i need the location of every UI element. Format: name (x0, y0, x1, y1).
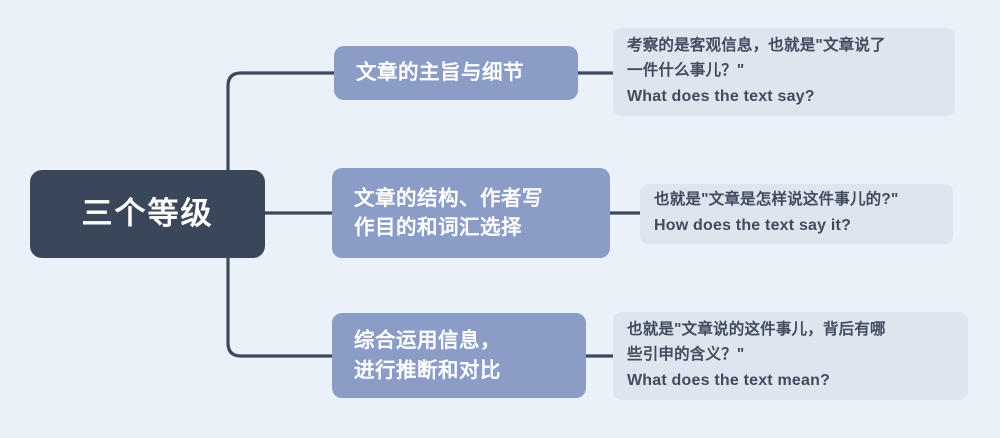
leaf-note-3-chinese-line-2: 些引申的含义？" (627, 345, 745, 363)
branch-node-1[interactable]: 文章的主旨与细节 (334, 46, 578, 100)
branch-node-3-label: 综合运用信息， 进行推断和对比 (354, 326, 501, 384)
leaf-note-2-chinese-line-1: 也就是"文章是怎样说这件事儿的?" (654, 191, 899, 209)
leaf-note-2-chinese: 也就是"文章是怎样说这件事儿的?" (654, 188, 939, 213)
leaf-note-1-chinese-line-2: 一件什么事儿？" (627, 61, 745, 79)
leaf-note-3-english: What does the text mean? (627, 371, 831, 389)
branch-node-3[interactable]: 综合运用信息， 进行推断和对比 (332, 313, 586, 398)
connector-root-to-branch-1 (226, 71, 334, 176)
leaf-note-3-chinese: 也就是"文章说的这件事儿，背后有哪 些引申的含义？" (627, 318, 954, 368)
branch-node-2[interactable]: 文章的结构、作者写 作目的和词汇选择 (332, 168, 610, 258)
branch-node-1-label: 文章的主旨与细节 (356, 58, 524, 87)
leaf-note-2-english: How does the text say it? (654, 217, 852, 235)
leaf-note-1-chinese-line-1: 考察的是客观信息，也就是"文章说了 (627, 36, 886, 54)
root-node-label: 三个等级 (81, 195, 214, 231)
branch-node-2-label-line-2: 作目的和词汇选择 (354, 216, 522, 239)
leaf-note-3[interactable]: 也就是"文章说的这件事儿，背后有哪 些引申的含义？" What does the… (613, 312, 968, 400)
leaf-note-1-english: What does the text say? (627, 87, 815, 105)
branch-node-2-label-line-1: 文章的结构、作者写 (354, 186, 543, 210)
branch-node-2-label: 文章的结构、作者写 作目的和词汇选择 (354, 184, 543, 242)
branch-node-3-label-line-1: 综合运用信息， (354, 329, 501, 353)
connector-root-to-branch-3 (226, 252, 332, 358)
branch-node-1-label-line-1: 文章的主旨与细节 (356, 61, 524, 85)
root-node[interactable]: 三个等级 (30, 170, 265, 258)
leaf-note-1-chinese: 考察的是客观信息，也就是"文章说了 一件什么事儿？" (627, 34, 941, 84)
leaf-note-3-chinese-line-1: 也就是"文章说的这件事儿，背后有哪 (627, 320, 886, 338)
leaf-note-2[interactable]: 也就是"文章是怎样说这件事儿的?" How does the text say … (640, 184, 953, 244)
branch-node-3-label-line-2: 进行推断和对比 (354, 358, 501, 382)
leaf-note-1[interactable]: 考察的是客观信息，也就是"文章说了 一件什么事儿？" What does the… (613, 28, 955, 116)
